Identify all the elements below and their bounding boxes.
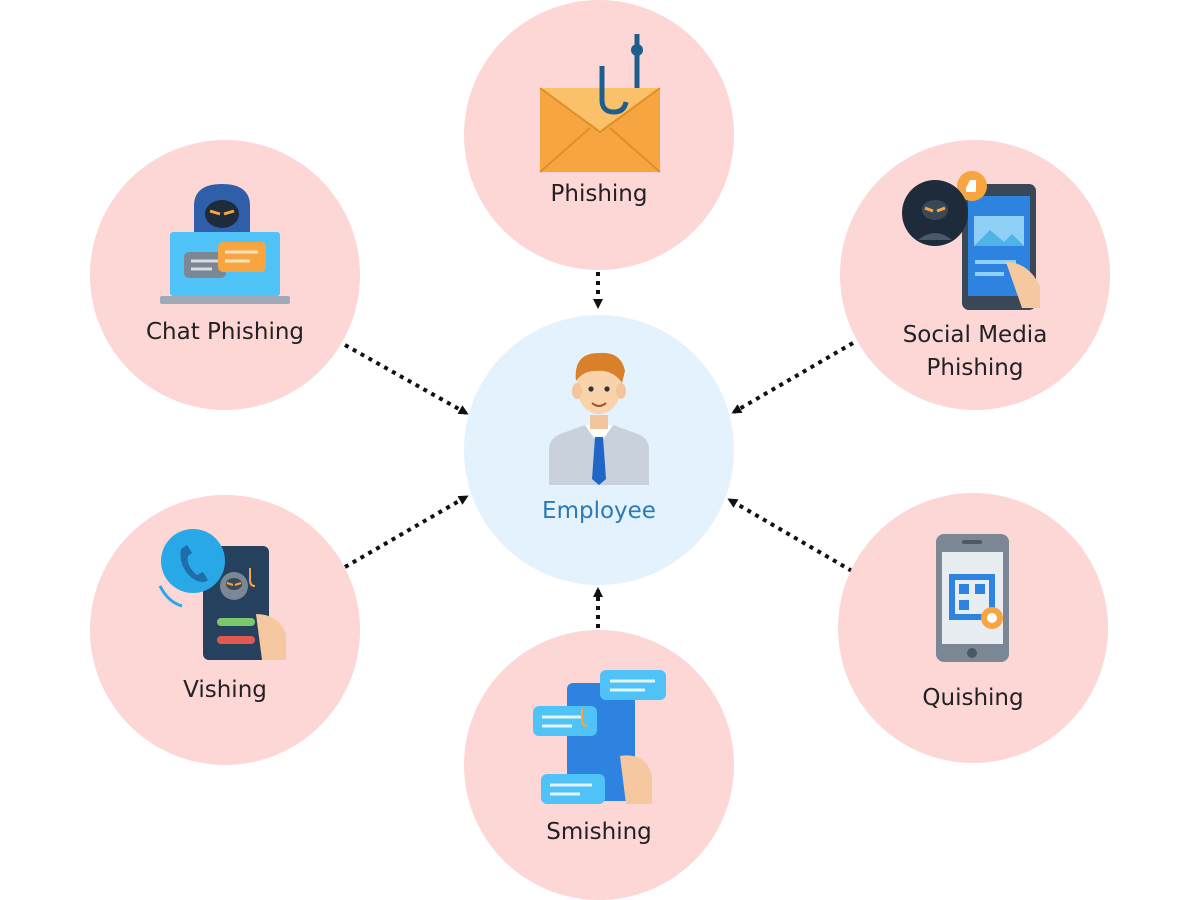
node-vishing: Vishing xyxy=(90,495,360,765)
center-node-employee: Employee xyxy=(464,315,734,585)
node-phishing: Phishing xyxy=(464,0,734,270)
email-hook-icon xyxy=(539,34,661,173)
node-label-smishing: Smishing xyxy=(546,819,652,845)
employee-icon xyxy=(549,352,649,485)
connector-chat-phishing xyxy=(344,343,469,415)
center-label: Employee xyxy=(542,498,656,524)
node-label-social-media-phishing-line1: Social Media xyxy=(903,322,1048,348)
connector-quishing xyxy=(727,498,854,573)
node-label-vishing: Vishing xyxy=(183,677,267,703)
social-media-phone-icon xyxy=(902,171,1040,310)
phone-call-icon xyxy=(158,529,286,660)
connectors xyxy=(343,272,855,628)
node-label-phishing: Phishing xyxy=(551,181,648,207)
node-quishing: Quishing xyxy=(838,493,1108,763)
node-chat-phishing: Chat Phishing xyxy=(90,140,360,410)
connector-vishing xyxy=(343,495,469,569)
node-label-chat-phishing: Chat Phishing xyxy=(146,319,304,345)
node-social-media-phishing: Social Media Phishing xyxy=(840,140,1110,410)
qr-code-phone-icon xyxy=(936,534,1009,662)
node-label-quishing: Quishing xyxy=(922,685,1023,711)
sms-phone-icon xyxy=(533,670,666,804)
hacker-laptop-chat-icon xyxy=(160,184,290,304)
node-label-social-media-phishing-line2: Phishing xyxy=(927,355,1024,381)
node-smishing: Smishing xyxy=(464,630,734,900)
connector-social-media-phishing xyxy=(731,341,855,414)
